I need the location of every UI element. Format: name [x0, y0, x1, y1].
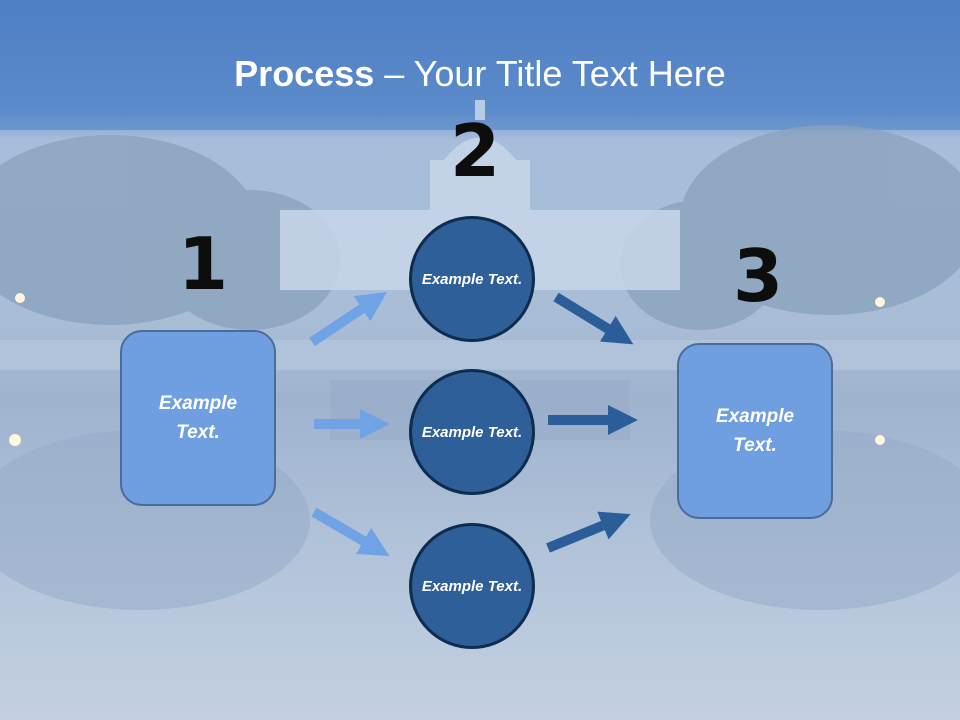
- step-number-2: 2: [450, 109, 501, 193]
- step-number-1: 1: [178, 222, 229, 306]
- arrow-1-to-bottom: [311, 507, 390, 557]
- circle-middle-text: Example Text.: [421, 423, 523, 441]
- arrow-1-to-top: [309, 292, 387, 347]
- step-1-box: Example Text.: [120, 330, 276, 506]
- step-2-circle-top: Example Text.: [409, 216, 535, 342]
- step-number-3: 3: [733, 234, 784, 318]
- step-2-circle-middle: Example Text.: [409, 369, 535, 495]
- step-3-box: Example Text.: [677, 343, 833, 519]
- title-rest: – Your Title Text Here: [374, 53, 726, 94]
- slide-title: Process – Your Title Text Here: [0, 52, 960, 96]
- title-bold: Process: [234, 53, 375, 94]
- step-3-text: Example Text.: [715, 406, 795, 456]
- circle-top-text: Example Text.: [421, 270, 523, 288]
- step-1-text: Example Text.: [158, 393, 238, 443]
- circle-bottom-text: Example Text.: [421, 577, 523, 595]
- arrow-top-to-3: [553, 292, 634, 345]
- step-2-circle-bottom: Example Text.: [409, 523, 535, 649]
- arrow-bottom-to-3: [546, 511, 631, 553]
